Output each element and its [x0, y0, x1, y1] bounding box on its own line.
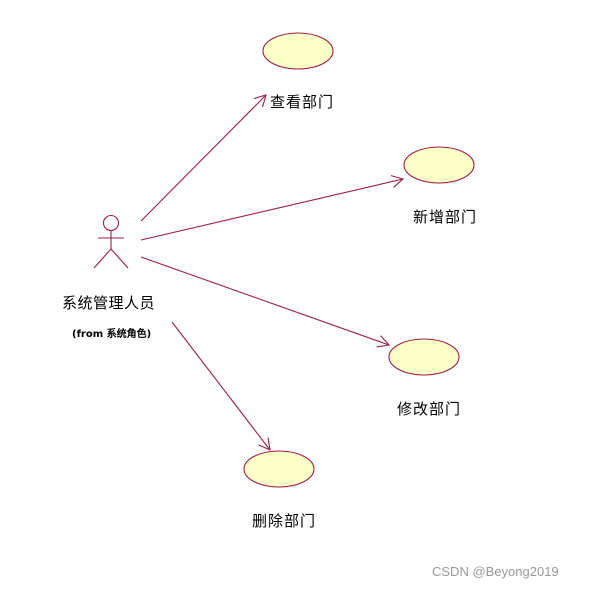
association-delete[interactable]	[171, 321, 271, 451]
actor-right-leg	[110, 248, 129, 269]
use-case-view-label[interactable]: 查看部门	[270, 93, 335, 111]
use-case-view-ellipse[interactable]	[262, 32, 334, 70]
actor-head	[102, 214, 120, 232]
use-case-add-ellipse[interactable]	[403, 146, 475, 184]
use-case-edit-label[interactable]: 修改部门	[397, 400, 462, 418]
association-view[interactable]	[140, 94, 267, 222]
actor-figure[interactable]	[93, 214, 129, 269]
actor-name[interactable]: 系统管理人员	[62, 294, 156, 312]
association-add[interactable]	[140, 175, 405, 241]
use-case-delete-label[interactable]: 删除部门	[252, 512, 317, 530]
use-case-add-label[interactable]: 新增部门	[413, 208, 478, 226]
use-case-delete-ellipse[interactable]	[243, 450, 315, 488]
actor-left-leg	[93, 248, 112, 269]
watermark-text: CSDN @Beyong2019	[432, 564, 559, 579]
association-edit[interactable]	[140, 256, 391, 348]
use-case-edit-ellipse[interactable]	[388, 338, 460, 376]
actor-origin: (from 系统角色)	[72, 329, 152, 340]
